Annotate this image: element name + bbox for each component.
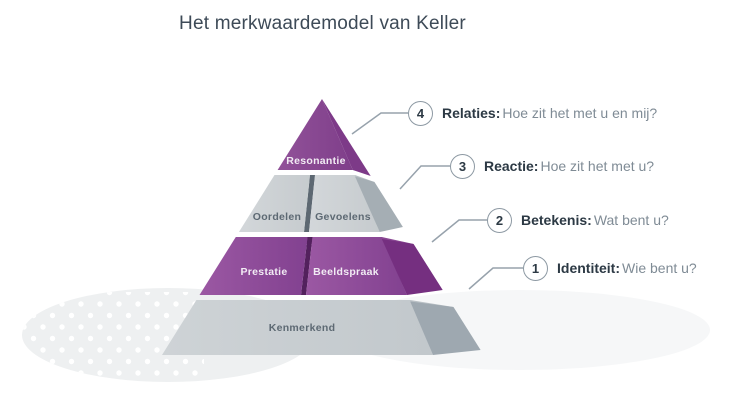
block-label-prestatie: Prestatie [240, 266, 287, 278]
annotation-question: Hoe zit het met u? [540, 158, 655, 174]
annotation-text-2: Betekenis:Wat bent u? [521, 212, 669, 228]
annotation-question: Hoe zit het met u en mij? [502, 105, 658, 121]
annotation-label: Betekenis: [521, 212, 592, 228]
block-label-kenmerkend: Kenmerkend [269, 322, 336, 334]
annotation-text-1: Identiteit:Wie bent u? [557, 260, 697, 276]
connector-line-1 [468, 267, 523, 290]
annotation-question: Wie bent u? [622, 260, 697, 276]
connector-line-4 [351, 112, 408, 135]
annotation-text-3: Reactie:Hoe zit het met u? [484, 158, 654, 174]
annotation-label: Reactie: [484, 158, 539, 174]
pyramid-level-2-prestatie-beeldspraak: Prestatie Beeldspraak [199, 237, 443, 295]
dots-pattern [22, 292, 204, 378]
annotation-label: Relaties: [442, 105, 501, 121]
annotation-number: 4 [416, 105, 425, 121]
block-label-resonantie: Resonantie [286, 155, 346, 167]
annotation-number-badge-4: 4 [408, 100, 433, 126]
connector-line-2 [431, 219, 487, 243]
annotation-number-badge-2: 2 [487, 207, 512, 233]
block-label-oordelen: Oordelen [253, 211, 302, 223]
annotation-number: 3 [458, 158, 467, 174]
annotation-number-badge-3: 3 [450, 153, 475, 179]
block-label-beeldspraak: Beeldspraak [313, 266, 379, 278]
annotation-question: Wat bent u? [593, 212, 669, 228]
block-label-gevoelens: Gevoelens [315, 211, 371, 223]
annotation-number: 2 [495, 212, 504, 228]
annotation-text-4: Relaties:Hoe zit het met u en mij? [442, 105, 657, 121]
annotation-row-1: 1 Identiteit:Wie bent u? [523, 255, 697, 281]
annotation-number: 1 [531, 260, 540, 276]
pyramid-level-3-oordelen-gevoelens: Oordelen Gevoelens [238, 175, 403, 232]
pyramid-level-4-resonantie: Resonantie [277, 99, 371, 176]
annotation-row-2: 2 Betekenis:Wat bent u? [487, 207, 669, 233]
page-title: Het merkwaardemodel van Keller [179, 13, 466, 34]
annotation-row-4: 4 Relaties:Hoe zit het met u en mij? [408, 100, 657, 126]
connector-line-3 [399, 165, 450, 190]
annotation-row-3: 3 Reactie:Hoe zit het met u? [450, 153, 654, 179]
annotation-label: Identiteit: [557, 260, 620, 276]
annotation-number-badge-1: 1 [523, 255, 548, 281]
connector-lines [351, 112, 523, 290]
pyramid-level-1-kenmerkend: Kenmerkend [162, 300, 481, 355]
